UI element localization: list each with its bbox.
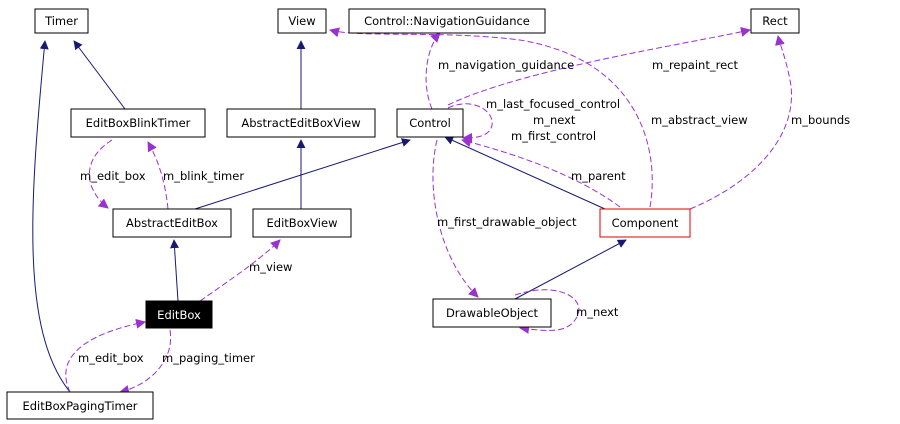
node-control[interactable]: Control — [396, 108, 464, 138]
label-m-edit-box-paging: m_edit_box — [78, 351, 144, 365]
edge-m-navigation-guidance — [425, 32, 441, 110]
label-m-next-control: m_next — [533, 113, 576, 127]
label-m-first-control: m_first_control — [511, 129, 596, 143]
edge-labels: m_navigation_guidance m_repaint_rect m_l… — [78, 58, 850, 365]
node-edit-box-blink-timer[interactable]: EditBoxBlinkTimer — [70, 108, 206, 138]
node-label: DrawableObject — [446, 306, 539, 320]
edge-abstracteditbox-to-control — [194, 138, 411, 210]
edge-m-blink-timer — [147, 141, 169, 210]
edge-m-first-drawable-object — [432, 139, 479, 298]
edge-m-abstract-view — [329, 27, 653, 208]
label-m-edit-box-blink: m_edit_box — [80, 169, 146, 183]
edge-component-to-control — [444, 136, 606, 210]
node-edit-box-paging-timer[interactable]: EditBoxPagingTimer — [6, 391, 154, 420]
label-m-bounds: m_bounds — [791, 113, 850, 127]
edge-m-parent — [461, 137, 621, 208]
node-label: View — [288, 14, 315, 28]
label-m-view: m_view — [249, 260, 292, 274]
label-m-repaint-rect: m_repaint_rect — [652, 58, 738, 72]
node-abstract-edit-box[interactable]: AbstractEditBox — [112, 208, 232, 238]
edge-m-next-drawable — [514, 289, 580, 334]
edge-m-repaint-rect — [447, 26, 751, 106]
edge-editbox-to-abstracteditbox — [170, 239, 180, 302]
node-view[interactable]: View — [277, 8, 327, 34]
node-label: Timer — [44, 14, 78, 28]
node-label: Control — [409, 116, 451, 130]
label-m-blink-timer: m_blink_timer — [163, 169, 244, 183]
node-label: EditBoxBlinkTimer — [86, 116, 191, 130]
node-label: AbstractEditBox — [126, 216, 218, 230]
node-component[interactable]: Component — [599, 208, 691, 238]
node-label: EditBoxPagingTimer — [22, 399, 137, 413]
node-label: Rect — [762, 14, 788, 28]
edge-editboxpagingtimer-to-timer — [32, 40, 71, 393]
edge-drawableobject-to-component — [514, 239, 627, 300]
edge-m-edit-box-paging — [65, 318, 146, 393]
label-m-first-drawable-object: m_first_drawable_object — [437, 215, 577, 229]
edge-m-edit-box-blink — [88, 139, 113, 209]
label-m-paging-timer: m_paging_timer — [162, 351, 255, 365]
node-abstract-edit-box-view[interactable]: AbstractEditBoxView — [226, 108, 376, 138]
label-m-last-focused-control: m_last_focused_control — [486, 97, 620, 111]
node-label: AbstractEditBoxView — [241, 116, 360, 130]
edge-m-bounds — [689, 35, 792, 210]
node-rect[interactable]: Rect — [750, 8, 800, 34]
edge-editboxblinktimer-to-timer — [73, 40, 126, 110]
label-m-parent: m_parent — [571, 169, 626, 183]
inheritance-edges — [32, 40, 627, 393]
label-m-navigation-guidance: m_navigation_guidance — [438, 58, 574, 72]
node-edit-box-view[interactable]: EditBoxView — [252, 208, 352, 238]
node-label: EditBox — [157, 308, 201, 322]
label-m-abstract-view: m_abstract_view — [651, 113, 748, 127]
node-label: Component — [612, 216, 679, 230]
node-edit-box[interactable]: EditBox — [145, 300, 213, 329]
node-label: Control::NavigationGuidance — [364, 14, 530, 28]
node-timer[interactable]: Timer — [34, 8, 89, 34]
node-label: EditBoxView — [267, 216, 338, 230]
edge-m-view — [199, 239, 281, 302]
node-drawable-object[interactable]: DrawableObject — [432, 298, 552, 328]
node-navigation-guidance[interactable]: Control::NavigationGuidance — [348, 8, 546, 34]
label-m-next-drawable: m_next — [576, 305, 619, 319]
usage-edges — [65, 26, 792, 395]
